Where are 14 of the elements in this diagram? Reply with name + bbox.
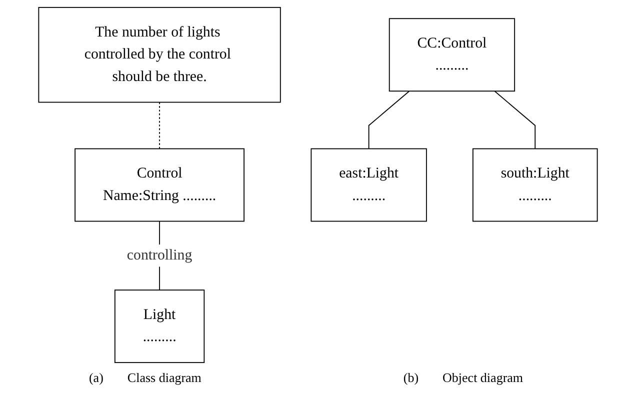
node-box: Control Name:String .........	[74, 148, 244, 222]
node-box: The number of lights controlled by the control should be three.	[38, 6, 281, 103]
connector	[368, 90, 410, 150]
node-box: east:Light .........	[310, 148, 427, 222]
connector	[494, 90, 536, 150]
figure-caption: Object diagram	[442, 370, 524, 385]
figure-caption: Class diagram	[127, 370, 202, 385]
node-box: Light .........	[114, 290, 205, 364]
node-box: CC:Control .........	[388, 18, 516, 92]
figure-label: (a)	[88, 370, 104, 385]
connector	[159, 102, 160, 150]
node-box: south:Light .........	[472, 148, 598, 222]
figure-label: (b)	[403, 370, 419, 385]
edge-label: controlling	[126, 247, 192, 264]
